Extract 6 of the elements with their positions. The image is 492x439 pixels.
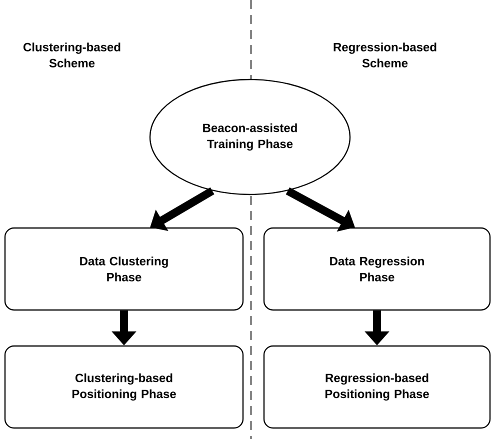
scheme-heading: Clustering-based Scheme [23,42,120,68]
phase-box: Clustering-based Positioning Phase [4,345,244,429]
scheme-heading: Regression-based Scheme [334,42,436,68]
phase-box: Regression-based Positioning Phase [263,345,491,429]
phase-box: Data Regression Phase [263,227,491,311]
phase-box: Data Clustering Phase [4,227,244,311]
